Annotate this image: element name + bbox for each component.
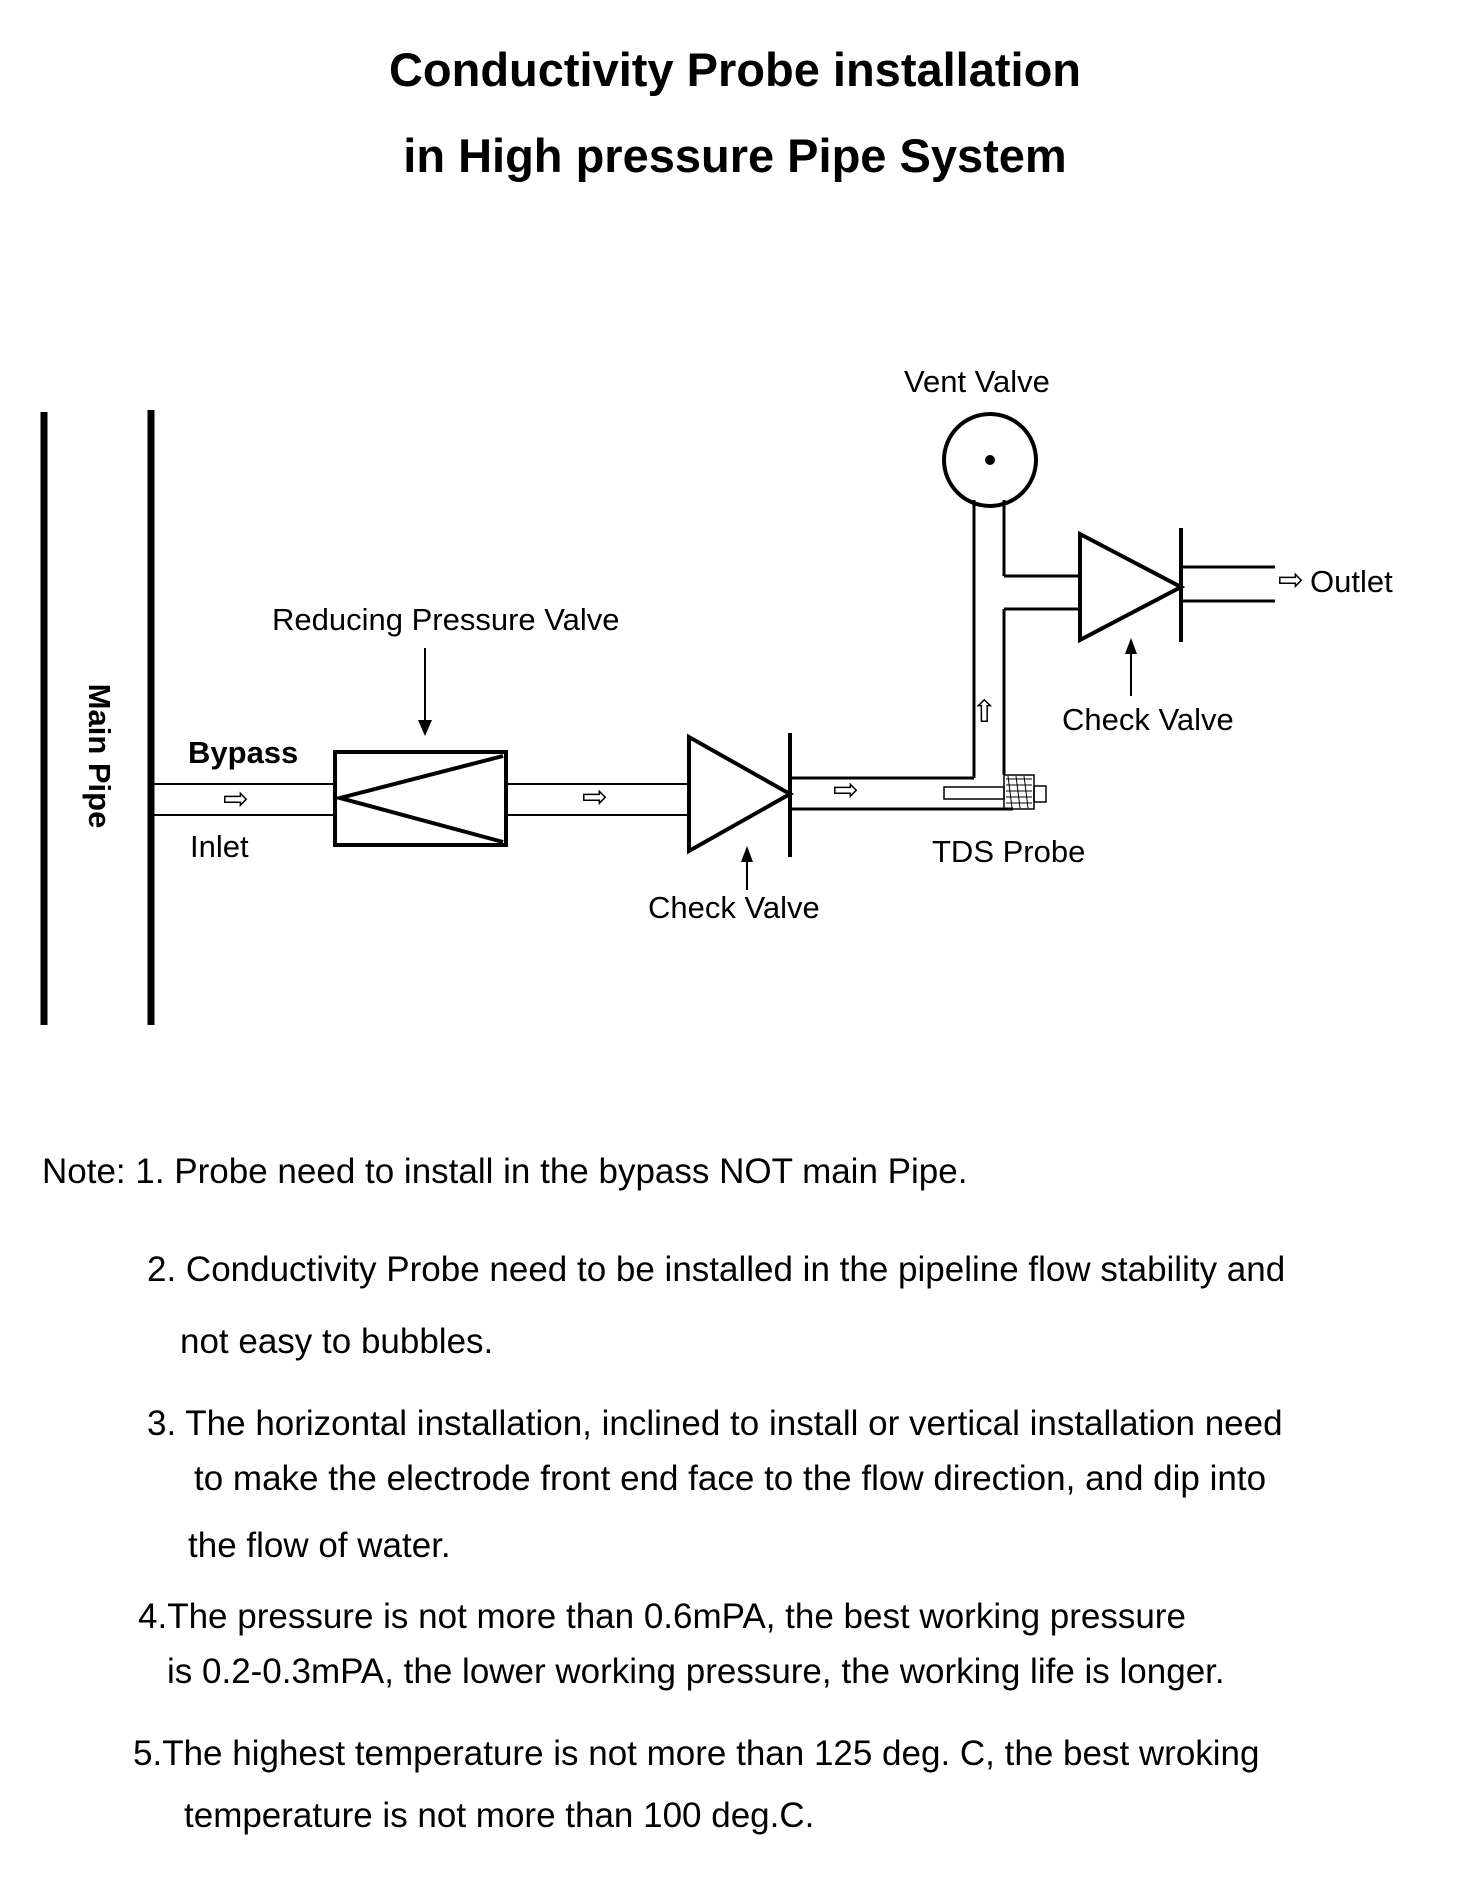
reducing-valve-pointer-head <box>418 720 432 736</box>
note-prefix: Note: <box>42 1152 126 1191</box>
note-5-line-2: temperature is not more than 100 deg.C. <box>184 1796 815 1835</box>
note-3-line-2: to make the electrode front end face to … <box>194 1459 1267 1498</box>
flow-arrow-probe-pipe: ⇨ <box>833 772 859 807</box>
check-valve-1 <box>687 733 795 855</box>
note-4-number: 4. <box>138 1597 168 1636</box>
check-valve-1-pointer-head <box>741 846 753 862</box>
note-4-line-1: 4.The pressure is not more than 0.6mPA, … <box>138 1597 1186 1637</box>
tds-probe-thread-hatch <box>1006 775 1032 809</box>
check-valve-2-label: Check Valve <box>1062 702 1234 737</box>
page-subtitle: in High pressure Pipe System <box>403 129 1067 182</box>
note-1: Note: 1. Probe need to install in the by… <box>42 1152 967 1192</box>
tds-probe-body <box>943 786 1005 800</box>
note-3-line-3: the flow of water. <box>188 1526 451 1565</box>
check-valve-1-label: Check Valve <box>648 890 820 925</box>
vent-valve-label: Vent Valve <box>904 364 1050 399</box>
note-5-number: 5. <box>133 1734 163 1773</box>
check-valve-2 <box>1078 530 1186 644</box>
flow-arrow-outlet: ⇨ <box>1278 562 1304 597</box>
flow-arrow-inlet: ⇨ <box>223 781 249 816</box>
inlet-label: Inlet <box>190 829 249 864</box>
outlet-label: Outlet <box>1310 564 1393 599</box>
page-title: Conductivity Probe installation <box>388 43 1081 96</box>
bypass-label: Bypass <box>188 735 298 770</box>
main-pipe-label: Main Pipe <box>82 684 117 829</box>
note-3-line-1: 3. The horizontal installation, inclined… <box>147 1404 1283 1443</box>
vent-valve-center <box>985 455 995 465</box>
flow-arrow-mid: ⇨ <box>582 779 608 814</box>
check-valve-2-pointer-head <box>1125 638 1137 654</box>
tds-probe-label: TDS Probe <box>932 834 1085 869</box>
reducing-valve-symbol <box>332 754 504 844</box>
reducing-pressure-valve <box>333 750 508 847</box>
vent-valve <box>942 412 1038 508</box>
note-1-text: 1. Probe need to install in the bypass N… <box>135 1152 968 1191</box>
note-5-text: The highest temperature is not more than… <box>162 1734 1260 1773</box>
note-4-line-2: is 0.2-0.3mPA, the lower working pressur… <box>167 1652 1225 1691</box>
note-5-line-1: 5.The highest temperature is not more th… <box>133 1734 1260 1774</box>
note-2-line-2: not easy to bubbles. <box>180 1322 494 1361</box>
flow-arrow-riser: ⇨ <box>966 697 1001 723</box>
reducing-valve-label: Reducing Pressure Valve <box>272 602 620 637</box>
note-2-line-1: 2. Conductivity Probe need to be install… <box>147 1250 1286 1289</box>
note-4-text: The pressure is not more than 0.6mPA, th… <box>167 1597 1186 1636</box>
tds-probe-cap <box>1033 785 1047 803</box>
